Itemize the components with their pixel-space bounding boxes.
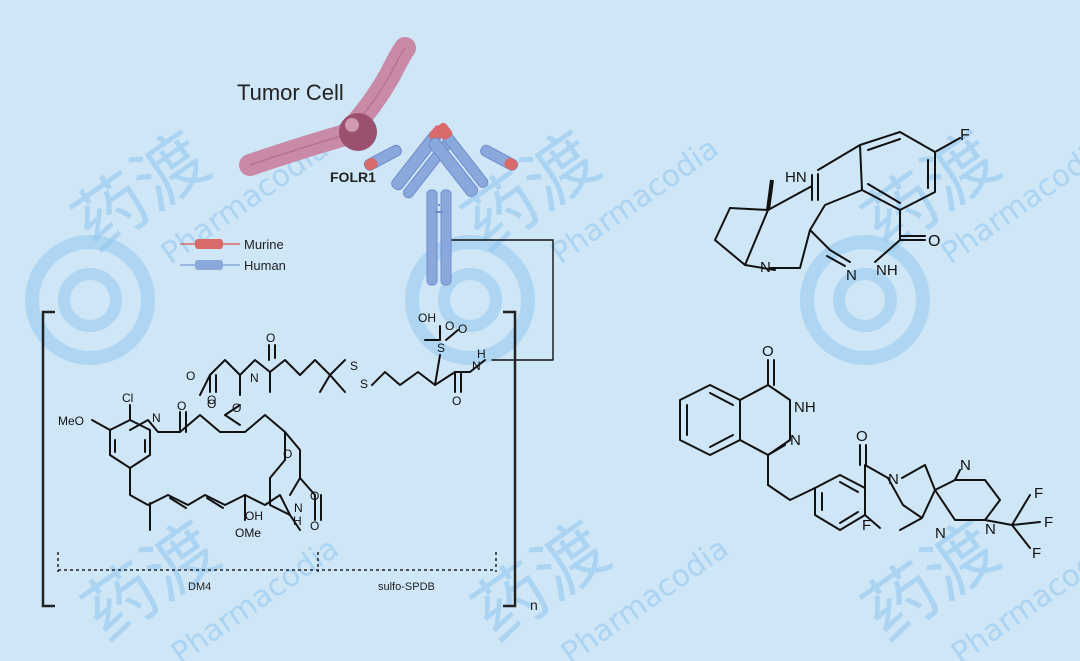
atom-h: H [477,347,486,361]
atom-o: O [177,399,186,413]
folr1-label: FOLR1 [330,169,376,185]
atom-s: S [437,341,445,355]
atom-s: S [350,359,358,373]
atom-n: N [846,267,857,284]
legend-murine-label: Murine [244,237,284,252]
atom-nh: NH [794,399,816,416]
atom-oh: OH [245,509,263,523]
atom-o: O [762,343,774,360]
folr1-receptor [339,113,377,151]
adc-payload-structure [91,325,486,531]
molecule-top-right [714,131,961,271]
watermark-logo [800,235,930,365]
atom-o: O [445,319,454,333]
atom-s: S [360,377,368,391]
atom-o: O [186,369,195,383]
atom-o: O [310,519,319,533]
atom-hn: HN [785,169,807,186]
atom-n: N [790,432,801,449]
atom-o: O [452,394,461,408]
atom-f: F [1034,485,1043,502]
atom-o: O [856,428,868,445]
tumor-cell-label: Tumor Cell [237,80,344,105]
atom-nh: NH [876,262,898,279]
atom-o: O [928,233,940,250]
watermark-logo [25,235,155,365]
atom-h: H [293,514,302,528]
atom-o: O [207,397,216,411]
watermark-logo [405,235,535,365]
atom-n: N [935,525,946,542]
atom-n: N [985,521,996,538]
atom-n: N [250,371,259,385]
component-divider [57,552,497,572]
repeat-subscript: n [530,597,538,613]
legend-human-label: Human [244,258,286,273]
atom-o: O [310,489,319,503]
atom-f: F [1032,545,1041,562]
atom-o: O [266,331,275,345]
atom-f: F [862,517,871,534]
atom-o: O [207,393,216,407]
atom-n: N [472,359,481,373]
atom-o: O [232,401,241,415]
atom-cl: Cl [122,391,133,405]
repeat-bracket [41,310,517,608]
atom-meo: MeO [58,414,84,428]
atom-oh: OH [418,311,436,325]
atom-n: N [960,457,971,474]
sulfo-spdb-label: sulfo-SPDB [378,581,435,593]
antibody [363,122,519,286]
atom-n: N [888,471,899,488]
atom-n: N [152,411,161,425]
atom-n: N [294,501,303,515]
atom-f: F [1044,514,1053,531]
atom-o: O [283,447,292,461]
antibody-linker-connector [451,239,554,361]
legend [180,239,240,270]
cell-membrane [239,37,416,176]
atom-f: F [960,127,970,144]
atom-o: O [458,322,467,336]
molecule-bottom-right [679,359,1041,549]
atom-n: N [760,259,771,276]
atom-ome: OMe [235,526,261,540]
dm4-label: DM4 [188,581,211,593]
